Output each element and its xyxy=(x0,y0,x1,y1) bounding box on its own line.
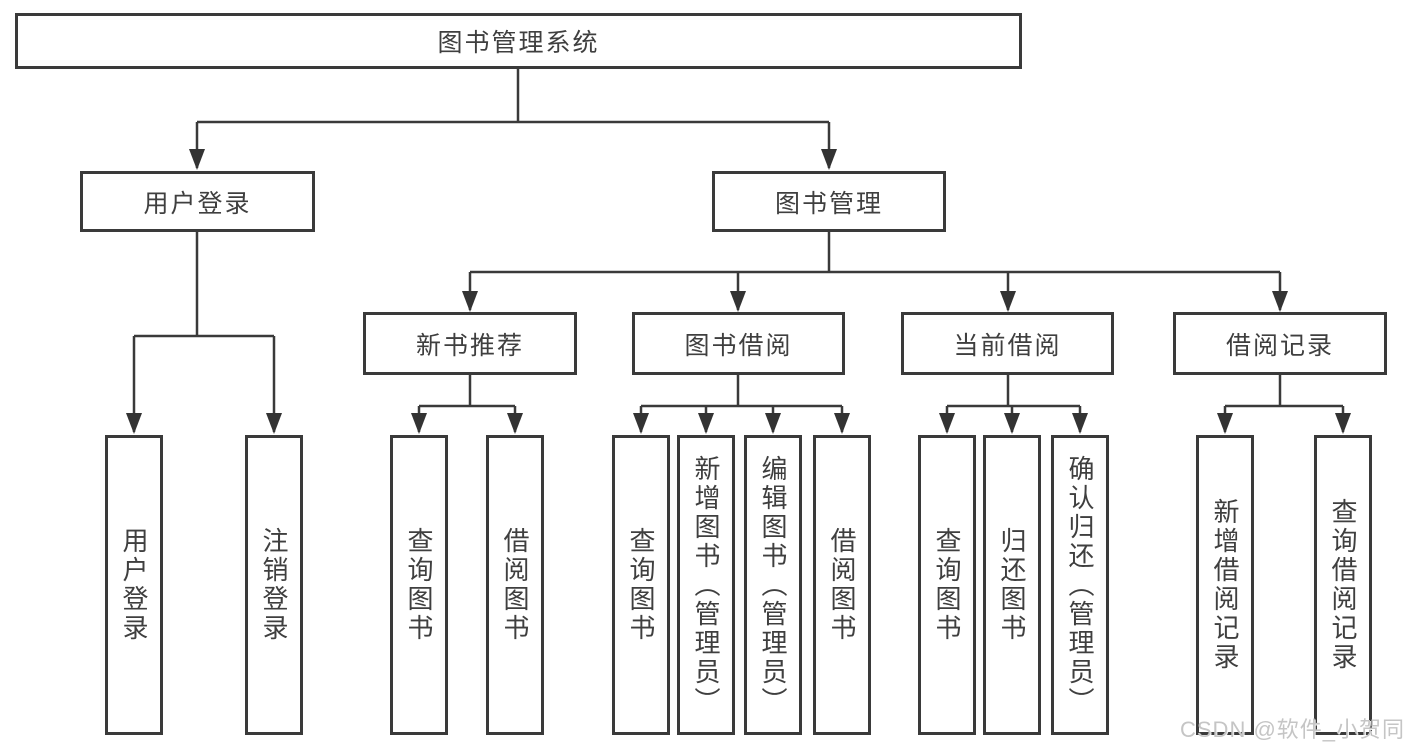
node-new-book-recommend: 新书推荐 xyxy=(363,312,577,375)
node-user-login: 用户登录 xyxy=(80,171,315,232)
node-library-system: 图书管理系统 xyxy=(15,13,1022,69)
node-borrowing-records: 借阅记录 xyxy=(1173,312,1387,375)
leaf-query-borrow-record: 查询借阅记录 xyxy=(1314,435,1372,735)
leaf-borrow-books-recommend: 借阅图书 xyxy=(486,435,544,735)
leaf-query-books-current: 查询图书 xyxy=(918,435,976,735)
leaf-confirm-return-admin: 确认归还（管理员） xyxy=(1051,435,1109,735)
leaf-return-books: 归还图书 xyxy=(983,435,1041,735)
node-current-borrowing: 当前借阅 xyxy=(901,312,1114,375)
leaf-logout: 注销登录 xyxy=(245,435,303,735)
node-book-management: 图书管理 xyxy=(712,171,946,232)
arrowheads xyxy=(126,149,1351,434)
leaf-user-login: 用户登录 xyxy=(105,435,163,735)
leaf-edit-book-admin: 编辑图书（管理员） xyxy=(744,435,802,735)
leaf-query-books-borrowing: 查询图书 xyxy=(612,435,670,735)
leaf-add-borrow-record: 新增借阅记录 xyxy=(1196,435,1254,735)
leaf-query-books-recommend: 查询图书 xyxy=(390,435,448,735)
leaf-borrow-books-borrowing: 借阅图书 xyxy=(813,435,871,735)
node-book-borrowing: 图书借阅 xyxy=(632,312,845,375)
leaf-add-book-admin: 新增图书（管理员） xyxy=(677,435,735,735)
csdn-watermark: CSDN @软件_小贺同学 xyxy=(1180,717,1405,742)
